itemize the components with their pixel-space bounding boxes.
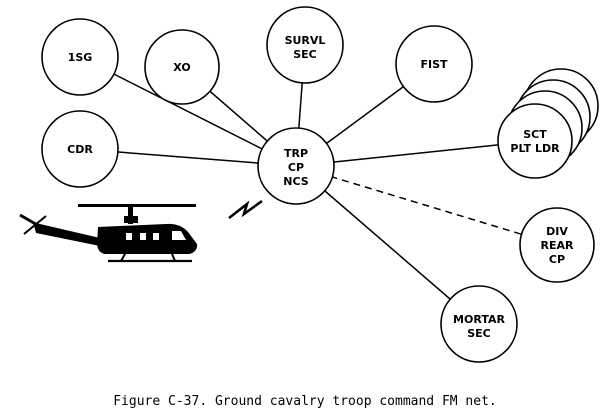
node-xo: XO (144, 29, 220, 105)
node-div-rear-cp-line2: REAR (541, 239, 574, 252)
node-xo-label: XO (173, 61, 190, 74)
node-sct-plt-ldr-line2: PLT LDR (510, 142, 560, 155)
node-survl-sec-line2: SEC (293, 48, 317, 61)
node-trp-cp-ncs-line3: NCS (283, 175, 308, 188)
figure-caption: Figure C-37. Ground cavalry troop comman… (113, 394, 497, 409)
node-trp-cp-ncs-line1: TRP (284, 147, 308, 160)
node-fist-label: FIST (420, 58, 448, 71)
node-mortar-sec-line1: MORTAR (453, 313, 505, 326)
node-sct-plt-ldr-line1: SCT (523, 128, 547, 141)
node-div-rear-cp: DIV REAR CP (519, 207, 595, 283)
node-cdr-label: CDR (67, 143, 93, 156)
link-1sg (79, 56, 297, 167)
link-mortar-sec (295, 165, 480, 325)
node-cdr: CDR (41, 110, 119, 188)
node-div-rear-cp-line1: DIV (546, 225, 568, 238)
node-trp-cp-ncs: TRP CP NCS (257, 127, 335, 205)
node-survl-sec: SURVL SEC (266, 6, 344, 84)
node-fist: FIST (395, 25, 473, 103)
link-div-rear-cp-dashed (295, 165, 558, 246)
node-survl-sec-line1: SURVL (285, 34, 326, 47)
node-sct-plt-ldr: SCT PLT LDR (497, 103, 573, 179)
radio-lightning-icon (228, 199, 263, 220)
link-sct-plt-ldr (295, 140, 536, 167)
node-1sg-label: 1SG (68, 51, 93, 64)
node-1sg: 1SG (41, 18, 119, 96)
node-div-rear-cp-line3: CP (549, 253, 565, 266)
helicopter-icon (19, 204, 198, 263)
node-mortar-sec: MORTAR SEC (440, 285, 518, 363)
node-mortar-sec-line2: SEC (467, 327, 491, 340)
node-trp-cp-ncs-line2: CP (288, 161, 304, 174)
